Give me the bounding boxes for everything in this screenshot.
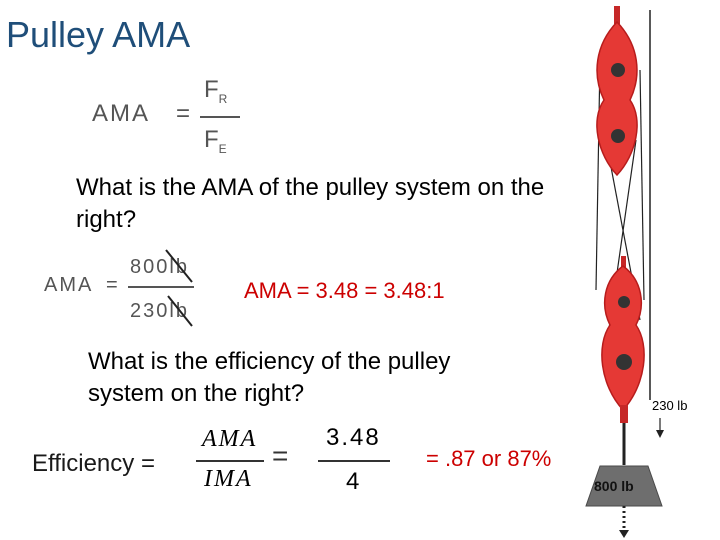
slide-title: Pulley AMA [6, 14, 191, 55]
rope-segment [639, 69, 645, 301]
lower-pulley-block [601, 256, 645, 423]
efficiency-frac1-denominator: IMA [204, 466, 253, 492]
efficiency-frac1-bar [196, 460, 264, 462]
lower-pulley-body [601, 265, 645, 412]
formula-equals: = [176, 100, 191, 127]
load-arrow-head [619, 530, 629, 538]
answer-ama: AMA = 3.48 = 3.48:1 [244, 278, 445, 303]
lower-pulley-axle [618, 296, 630, 308]
cancel-stroke-denominator [167, 295, 193, 327]
upper-pulley-axle [611, 63, 625, 77]
efficiency-label: Efficiency = [32, 450, 155, 477]
force-effort-symbol: F [204, 126, 219, 153]
force-resistance-subscript: R [218, 91, 228, 106]
upper-pulley-body [596, 20, 638, 177]
efficiency-frac1-numerator: AMA [202, 426, 258, 452]
efficiency-result: = .87 or 87% [426, 446, 552, 471]
lower-block-hook [620, 405, 628, 423]
efficiency-frac2-bar [318, 460, 390, 462]
efficiency-frac2-numerator: 3.48 [326, 424, 381, 451]
formula-fraction-bar [200, 116, 240, 118]
formula-lhs: AMA [92, 100, 151, 127]
pulley-system-diagram [585, 6, 664, 538]
upper-pulley-block [596, 20, 638, 177]
efficiency-equals: = [272, 440, 289, 471]
efficiency-frac2-denominator: 4 [346, 468, 360, 495]
calc-denominator: 230lb [130, 300, 189, 322]
formula-numerator: FR [204, 76, 227, 106]
lower-pulley-axle [616, 354, 632, 370]
lower-block-strap [621, 256, 626, 272]
load-force-label: 800 lb [594, 478, 634, 494]
calc-numerator: 800lb [130, 256, 189, 278]
upper-pulley-axle [611, 129, 625, 143]
calc-lhs: AMA [44, 274, 94, 296]
effort-arrow-head [656, 430, 664, 438]
formula-denominator: FE [204, 126, 227, 156]
force-resistance-symbol: F [204, 76, 219, 103]
force-effort-subscript: E [218, 141, 227, 156]
calc-equals: = [106, 274, 118, 296]
cancel-stroke-numerator [165, 249, 193, 283]
question-ama: What is the AMA of the pulley system on … [76, 174, 545, 233]
ceiling-hook [614, 6, 620, 24]
effort-force-label: 230 lb [652, 398, 688, 413]
load-weight [585, 465, 663, 507]
calc-fraction-bar [128, 286, 194, 288]
question-efficiency: What is the efficiency of the pulley sys… [88, 348, 451, 407]
rope-segment [595, 59, 601, 291]
